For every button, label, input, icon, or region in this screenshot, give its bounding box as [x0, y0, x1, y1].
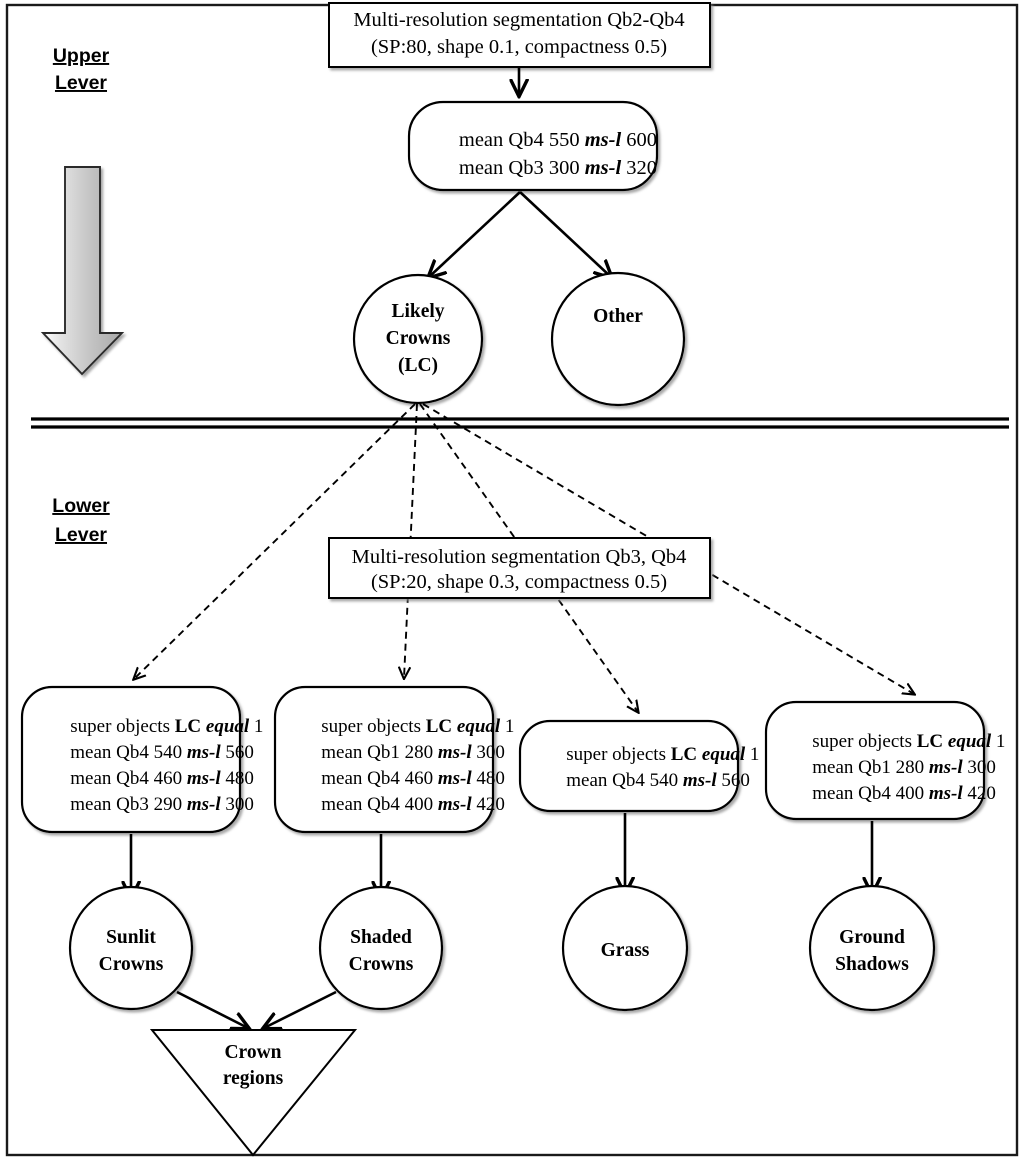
sunlit-rule-row-1: mean Qb4 540 ms-l 560 — [37, 742, 278, 763]
rule-box-grass: super objects LC equal 1 mean Qb4 540 ms… — [518, 719, 783, 813]
grass-line-0: Grass — [601, 940, 650, 961]
sunlit-rule-row-2: mean Qb4 460 ms-l 480 — [37, 768, 278, 789]
class-node-grass: Grass — [561, 884, 689, 1012]
class-node-ground-shadows: Ground Shadows — [808, 884, 936, 1012]
shaded-crowns-line-1: Crowns — [349, 954, 414, 975]
rule-box-shaded: super objects LC equal 1 mean Qb1 280 ms… — [273, 685, 538, 834]
upper-lever-label: Upper Lever — [53, 45, 110, 94]
edge-shaded-crowns-to-crown-regions — [264, 990, 337, 1028]
upper-lever-label-line1: Upper — [53, 45, 110, 67]
upper-segmentation-line2: (SP:80, shape 0.1, compactness 0.5) — [371, 36, 667, 58]
sunlit-rule-row-3: mean Qb3 290 ms-l 300 — [37, 794, 278, 815]
likely-crowns-line-1: Crowns — [386, 328, 451, 349]
likely-crowns-line-0: Likely — [391, 301, 444, 322]
upper-segmentation-box: Multi-resolution segmentation Qb2-Qb4 (S… — [328, 2, 711, 68]
lower-segmentation-line2: (SP:20, shape 0.3, compactness 0.5) — [371, 571, 667, 593]
upper-segmentation-line1: Multi-resolution segmentation Qb2-Qb4 — [353, 9, 684, 31]
class-node-likely-crowns: Likely Crowns (LC) — [352, 273, 484, 405]
lower-lever-label-line1: Lower — [52, 495, 110, 517]
shaded-rule-row-2: mean Qb4 460 ms-l 480 — [288, 768, 529, 789]
shaded-crowns-line-0: Shaded — [350, 927, 412, 948]
lower-lever-label: Lower Lever — [52, 495, 110, 546]
grass-rule-row-0: super objects LC equal 1 — [533, 744, 783, 765]
other-line-0: Other — [593, 306, 643, 327]
shaded-rule-row-1: mean Qb1 280 ms-l 300 — [288, 742, 529, 763]
crown-regions-line-0: Crown — [224, 1042, 281, 1063]
rule-box-sunlit: super objects LC equal 1 mean Qb4 540 ms… — [20, 685, 287, 834]
class-node-sunlit-crowns: Sunlit Crowns — [68, 885, 194, 1011]
ground-rule-row-0: super objects LC equal 1 — [779, 731, 1024, 752]
downward-gradient-arrow — [40, 166, 125, 376]
edge-lc-to-grass-rules — [419, 403, 638, 712]
rule-box-ground-shadows: super objects LC equal 1 mean Qb1 280 ms… — [764, 700, 1024, 821]
shaded-rule-row-0: super objects LC equal 1 — [288, 716, 538, 737]
upper-rule-row-0: mean Qb4 550 ms-l 600 — [423, 129, 683, 151]
edge-upperrules-to-likely-crowns — [429, 191, 521, 277]
shaded-rule-row-3: mean Qb4 400 ms-l 420 — [288, 794, 529, 815]
output-node-crown-regions: Crown regions — [149, 1029, 358, 1157]
sunlit-crowns-line-0: Sunlit — [106, 927, 156, 948]
ground-rule-row-1: mean Qb1 280 ms-l 300 — [779, 757, 1020, 778]
class-node-other: Other — [550, 271, 686, 407]
upper-rule-row-1: mean Qb3 300 ms-l 320 — [423, 157, 683, 179]
edge-sunlit-crowns-to-crown-regions — [176, 990, 248, 1028]
level-divider — [31, 417, 1009, 429]
class-node-shaded-crowns: Shaded Crowns — [318, 885, 444, 1011]
likely-crowns-line-2: (LC) — [398, 355, 438, 376]
lower-segmentation-line1: Multi-resolution segmentation Qb3, Qb4 — [352, 546, 687, 568]
upper-rule-box: mean Qb4 550 ms-l 600 mean Qb3 300 ms-l … — [407, 100, 683, 192]
ground-rule-row-2: mean Qb4 400 ms-l 420 — [779, 783, 1020, 804]
crown-regions-line-1: regions — [223, 1068, 284, 1089]
sunlit-crowns-line-1: Crowns — [99, 954, 164, 975]
lower-segmentation-box: Multi-resolution segmentation Qb3, Qb4 (… — [328, 537, 711, 599]
edge-upperrules-to-other — [519, 191, 611, 277]
ground-shadows-line-1: Shadows — [835, 954, 909, 975]
upper-lever-label-line2: Lever — [55, 72, 107, 94]
grass-rule-row-1: mean Qb4 540 ms-l 560 — [533, 770, 774, 791]
ground-shadows-line-0: Ground — [839, 927, 905, 948]
sunlit-rule-row-0: super objects LC equal 1 — [37, 716, 287, 737]
edge-lc-to-sunlit-rules — [134, 403, 416, 679]
lower-lever-label-line2: Lever — [55, 524, 107, 546]
